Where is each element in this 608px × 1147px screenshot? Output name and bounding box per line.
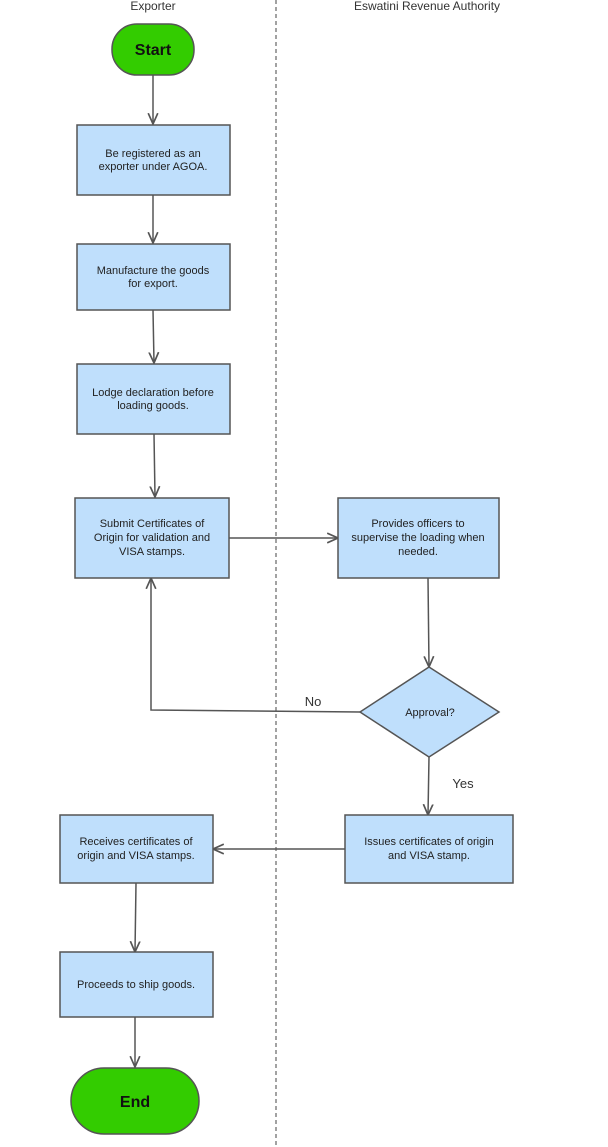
edge-lodge-to-submit (154, 433, 155, 497)
ship-label: Proceeds to ship goods. (77, 979, 195, 991)
edge-receives-to-ship (135, 882, 136, 952)
decision-approval: Approval? (358, 666, 501, 758)
process-provide-officers: Provides officers to supervise the loadi… (337, 497, 500, 579)
submit-line-3: VISA stamps. (119, 546, 185, 558)
lodge-line-2: loading goods. (117, 400, 189, 412)
process-submit-certificates: Submit Certificates of Origin for valida… (74, 497, 230, 579)
submit-line-1: Submit Certificates of (100, 518, 205, 530)
edge-approval-yes (428, 756, 429, 815)
manufacture-line-1: Manufacture the goods (97, 265, 210, 277)
edge-officers-to-approval (428, 577, 429, 667)
process-register: Be registered as an exporter under AGOA. (76, 124, 231, 196)
officers-line-1: Provides officers to (371, 518, 464, 530)
submit-line-2: Origin for validation and (94, 532, 210, 544)
process-manufacture: Manufacture the goods for export. (76, 243, 231, 311)
lane-title-exporter: Exporter (130, 0, 175, 13)
process-lodge-declaration: Lodge declaration before loading goods. (76, 363, 231, 435)
start-label: Start (135, 42, 172, 59)
officers-line-3: needed. (398, 546, 438, 558)
edge-label-no: No (305, 694, 322, 709)
process-receive-certificates: Receives certificates of origin and VISA… (59, 814, 214, 884)
lodge-line-1: Lodge declaration before (92, 387, 214, 399)
lane-title-revenue-authority: Eswatini Revenue Authority (354, 0, 500, 13)
officers-line-2: supervise the loading when (351, 532, 484, 544)
end-label: End (120, 1094, 150, 1111)
end-terminal: End (70, 1067, 200, 1135)
receives-line-1: Receives certificates of (79, 836, 193, 848)
issues-line-2: and VISA stamp. (388, 850, 470, 862)
approval-label: Approval? (405, 707, 455, 719)
register-line-1: Be registered as an (105, 148, 200, 160)
process-issue-certificates: Issues certificates of origin and VISA s… (344, 814, 514, 884)
process-ship-goods: Proceeds to ship goods. (59, 951, 214, 1018)
start-terminal: Start (111, 23, 195, 76)
issues-line-1: Issues certificates of origin (364, 836, 494, 848)
edge-label-yes: Yes (452, 776, 474, 791)
edge-approval-no (151, 578, 361, 713)
register-line-2: exporter under AGOA. (99, 161, 208, 173)
receives-line-2: origin and VISA stamps. (77, 850, 194, 862)
manufacture-line-2: for export. (128, 278, 178, 290)
edge-manufacture-to-lodge (153, 309, 154, 363)
